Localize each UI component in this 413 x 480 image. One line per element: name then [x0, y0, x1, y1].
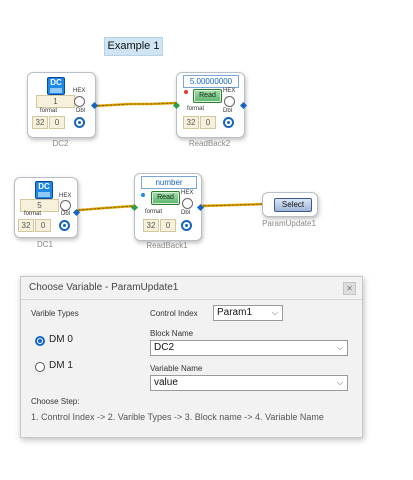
format-label: format	[187, 106, 205, 112]
hex-toggle[interactable]	[74, 96, 85, 107]
choose-step-label: Choose Step:	[31, 397, 80, 406]
format-label: format	[40, 108, 58, 114]
format-field-a[interactable]: 32	[32, 116, 48, 129]
radio-dm1[interactable]	[35, 362, 45, 372]
control-index-select[interactable]: Param1 ⌵	[213, 305, 283, 321]
choose-variable-dialog: Choose Variable - ParamUpdate1 ✕ Varible…	[20, 276, 363, 438]
block-paramupdate1[interactable]: Select	[262, 192, 318, 217]
block-name-label: Block Name	[150, 329, 194, 338]
status-dot	[141, 193, 145, 197]
block-caption: ReadBack1	[146, 241, 188, 250]
hex-label: HEX	[223, 88, 236, 94]
option-dm1[interactable]: DM 1	[35, 360, 105, 374]
dbl-label: Dbl	[61, 211, 71, 217]
dbl-label: Dbl	[223, 108, 233, 114]
format-field-b[interactable]: 0	[49, 116, 65, 129]
format-field-a[interactable]: 32	[18, 219, 34, 232]
block-readback1[interactable]: number Read HEX format Dbl 32 0	[130, 173, 205, 241]
block-name-select[interactable]: DC2 ⌵	[150, 340, 348, 356]
block-caption: DC2	[52, 139, 69, 148]
chevron-down-icon: ⌵	[271, 308, 278, 317]
dbl-label: Dbl	[181, 210, 191, 216]
hex-label: HEX	[59, 193, 72, 199]
steps-text: 1. Control Index -> 2. Varible Types -> …	[31, 412, 324, 422]
block-caption: DC1	[36, 240, 53, 249]
format-field-a[interactable]: 32	[143, 219, 159, 232]
chevron-down-icon: ⌵	[336, 343, 343, 352]
dc-icon: DC	[35, 181, 53, 199]
option-label: DM 1	[49, 360, 73, 371]
hex-toggle[interactable]	[224, 96, 235, 107]
value-field[interactable]: 1	[36, 95, 75, 108]
dbl-radio[interactable]	[74, 117, 85, 128]
read-button[interactable]: Read	[151, 191, 180, 205]
read-button[interactable]: Read	[193, 89, 222, 103]
variable-name-label: Variable Name	[150, 364, 203, 373]
dialog-titlebar[interactable]: Choose Variable - ParamUpdate1 ✕	[21, 277, 362, 300]
hex-label: HEX	[181, 190, 194, 196]
example-label: Example 1	[104, 37, 163, 56]
format-field-b[interactable]: 0	[160, 219, 176, 232]
close-icon[interactable]: ✕	[343, 282, 356, 295]
hex-label: HEX	[73, 88, 86, 94]
block-readback2[interactable]: 5.00000000 Read HEX format Dbl 32 0	[172, 72, 248, 138]
dbl-radio[interactable]	[223, 117, 234, 128]
format-label: format	[24, 211, 42, 217]
option-dm0[interactable]: DM 0	[35, 334, 105, 348]
value-field[interactable]: 5	[20, 199, 59, 212]
block-dc1[interactable]: DC 5 HEX format Dbl 32 0	[14, 177, 81, 238]
radio-dm0[interactable]	[35, 336, 45, 346]
dbl-label: Dbl	[76, 108, 86, 114]
readback-value: 5.00000000	[183, 75, 239, 88]
dialog-title: Choose Variable - ParamUpdate1	[29, 282, 179, 293]
option-label: DM 0	[49, 334, 73, 345]
select-button[interactable]: Select	[274, 198, 312, 212]
format-field-b[interactable]: 0	[35, 219, 51, 232]
varible-types-label: Varible Types	[31, 309, 79, 318]
format-label: format	[145, 209, 163, 215]
dc-icon: DC	[47, 77, 65, 95]
hex-toggle[interactable]	[182, 198, 193, 209]
format-field-a[interactable]: 32	[183, 116, 199, 129]
variable-name-select[interactable]: value ⌵	[150, 375, 348, 391]
readback-value: number	[141, 176, 197, 189]
block-dc2[interactable]: DC 1 HEX format Dbl 32 0	[27, 72, 99, 138]
hex-toggle[interactable]	[60, 200, 71, 211]
block-caption: ReadBack2	[188, 139, 231, 148]
block-caption: ParamUpdate1	[262, 219, 316, 228]
control-index-label: Control Index	[150, 309, 198, 318]
chevron-down-icon: ⌵	[336, 378, 343, 387]
format-field-b[interactable]: 0	[200, 116, 216, 129]
dbl-radio[interactable]	[181, 220, 192, 231]
dbl-radio[interactable]	[59, 220, 70, 231]
status-dot	[184, 90, 188, 94]
